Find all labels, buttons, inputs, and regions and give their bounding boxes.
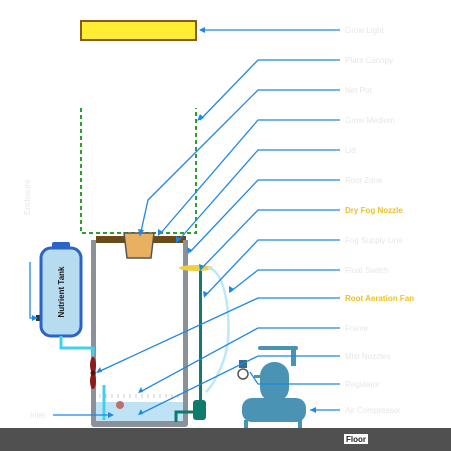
label-frame: Frame (345, 324, 369, 333)
reservoir-base (91, 421, 188, 427)
mist-nozzle-row (99, 394, 179, 398)
supply-pump (193, 400, 206, 420)
leader-lines (29, 29, 340, 416)
feed-pipe (59, 336, 95, 356)
floor-label-box (344, 434, 368, 444)
label-fog-supply-line: Fog Supply Line (345, 236, 403, 245)
label-dry-fog-nozzle: Dry Fog Nozzle (345, 206, 403, 215)
float-switch-icon (116, 401, 124, 409)
label-mist-nozzles: Mist Nozzles (345, 352, 390, 361)
label-regulator: Regulator (345, 380, 380, 389)
label-inlet: Inlet (30, 411, 46, 420)
float-disc (179, 265, 213, 271)
fan-icon (90, 357, 96, 389)
label-float-switch: Float Switch (345, 266, 389, 275)
label-root-aeration-fan: Root Aeration Fan (345, 294, 414, 303)
label-grow-light: Grow Light (345, 26, 384, 35)
regulator-gauge (237, 368, 249, 380)
frame-left (91, 240, 96, 425)
nutrient-tank-label: Nutrient Tank (57, 266, 66, 318)
label-net-pot: Net Pot (345, 86, 372, 95)
label-canopy: Plant Canopy (345, 56, 393, 65)
canopy-outline (80, 108, 197, 234)
frame-right (183, 240, 188, 425)
net-pot (123, 232, 155, 259)
leader-arrowheads (32, 27, 316, 418)
label-root-zone: Root Zone (345, 176, 383, 185)
floor-label: Floor (346, 435, 366, 444)
floor (0, 428, 451, 451)
label-enclosure: Enclosure (23, 179, 32, 215)
label-grow-medium: Grow Medium (345, 116, 395, 125)
grow-light (80, 20, 197, 41)
reservoir-water (96, 402, 183, 421)
supply-riser (199, 266, 202, 402)
label-lid: Lid (345, 146, 356, 155)
pump-outlet (174, 410, 193, 422)
label-air-compressor: Air Compressor (345, 406, 401, 415)
air-compressor-icon (242, 346, 306, 428)
return-tube (205, 266, 230, 393)
